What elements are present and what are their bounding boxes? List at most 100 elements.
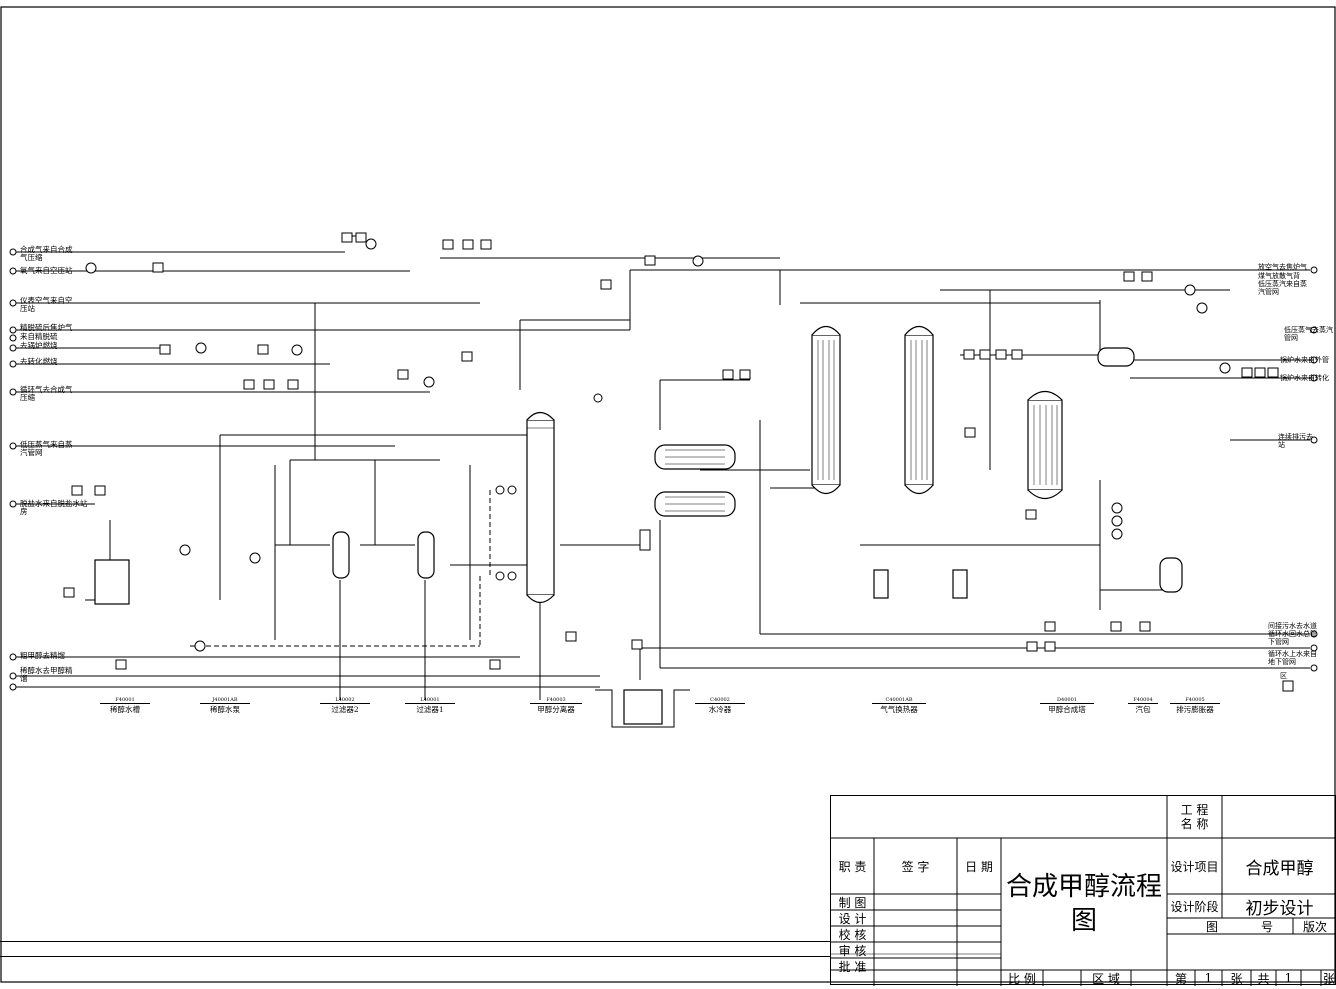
left-label-sub: 馏 — [20, 674, 28, 683]
equipment-name: 排污膨胀器 — [1176, 705, 1214, 714]
left-label-sub: 压站 — [20, 304, 35, 313]
fig-label: 图 — [1205, 919, 1218, 934]
left-label-sub: 压缩 — [20, 393, 35, 402]
col-role-header: 职 责 — [838, 859, 867, 874]
right-label-text: 锅炉水来自外管 — [1280, 356, 1329, 364]
left-label-sub: 汽管网 — [20, 448, 43, 457]
left-label: 仪表空气来自空压站 — [20, 297, 73, 313]
left-label: 合成气来自合成气压缩 — [20, 246, 73, 262]
equipment-tag: C40001AB — [872, 697, 926, 704]
total-prefix: 共 — [1257, 971, 1270, 986]
left-label-text: 脱盐水来自脱盐水站 — [20, 499, 88, 508]
title-block-grid — [831, 796, 1336, 986]
sheet-prefix: 第 — [1174, 971, 1187, 986]
equipment-tag: L40001 — [405, 697, 455, 704]
left-label-text: 低压蒸气来自蒸 — [20, 440, 73, 449]
title-block: 职 责 签 字 日 期 制 图 设 计 校 核 审 核 批 准 合成甲醇流程图 … — [830, 795, 1336, 986]
left-label-text: 精脱硫后焦炉气 — [20, 323, 73, 332]
right-label-text: 低压蒸汽来自蒸 — [1258, 280, 1307, 288]
no-label: 号 — [1260, 919, 1273, 934]
stage-value: 初步设计 — [1245, 898, 1314, 919]
right-label: 低压蒸汽来自蒸汽管网 — [1258, 280, 1307, 296]
right-label-text: 低压蒸气去蒸汽 — [1284, 326, 1333, 334]
right-label: 放空气去焦炉气 — [1258, 263, 1307, 271]
indicator-boxes — [63, 232, 1294, 692]
equipment-name: 甲醇分离器 — [537, 705, 575, 714]
right-label-text: 连续排污去 — [1278, 433, 1313, 441]
version-label: 版次 — [1302, 919, 1327, 934]
left-label-text: 去转化燃烧 — [20, 357, 58, 366]
left-label-text: 氧气来自空压站 — [20, 266, 73, 275]
connection-points — [9, 248, 1318, 691]
project-name-label: 工 程 名 称 — [1180, 803, 1209, 831]
left-label-text: 仪表空气来自空 — [20, 296, 73, 305]
right-label: 循环水回水总管 — [1268, 630, 1317, 638]
equipment-tag: C40002 — [695, 697, 745, 704]
instruments — [85, 238, 1231, 652]
bottom-rule-1 — [0, 941, 830, 942]
sheet-unit: 张 — [1230, 971, 1243, 986]
col-date-header: 日 期 — [965, 859, 993, 874]
left-label: 去转化燃烧 — [20, 358, 58, 366]
equipment-tag: J40001AB — [200, 697, 250, 704]
right-label-sub: 管网 — [1284, 334, 1298, 342]
left-label-text: 循环气去合成气 — [20, 385, 73, 394]
right-label: 低压蒸气去蒸汽管网 — [1284, 326, 1333, 342]
vessels — [94, 325, 1183, 725]
left-label-text: 合成气来自合成 — [20, 245, 73, 254]
left-label: 来自精脱硫 — [20, 333, 58, 341]
project-value: 合成甲醇 — [1245, 858, 1314, 879]
equipment-name: 稀醇水泵 — [210, 705, 240, 714]
right-label: 锅炉水来自外管 — [1280, 356, 1329, 364]
left-label: 氧气来自空压站 — [20, 267, 73, 275]
right-label: 循环水上水来自地下管网 — [1268, 650, 1317, 666]
left-label: 低压蒸气来自蒸汽管网 — [20, 441, 73, 457]
right-label-sub: 汽管网 — [1258, 288, 1279, 296]
left-label: 去锅炉燃烧 — [20, 342, 58, 350]
left-label-text: 去锅炉燃烧 — [20, 341, 58, 350]
total-number: 1 — [1284, 971, 1293, 985]
equipment-name: 过滤器1 — [416, 705, 444, 714]
total-unit: 张 — [1322, 971, 1335, 986]
right-label: 下管网 — [1268, 638, 1289, 646]
left-label: 粗甲醇去精馏 — [20, 652, 65, 660]
left-label: 循环气去合成气压缩 — [20, 386, 73, 402]
pipelines — [14, 235, 1310, 700]
left-label-text: 粗甲醇去精馏 — [20, 651, 65, 660]
equipment-name: 水冷器 — [708, 705, 732, 714]
right-label-sub: 地下管网 — [1268, 658, 1296, 666]
right-label-text: 煤气放散气背 — [1258, 272, 1300, 280]
equipment-name: 甲醇合成塔 — [1048, 705, 1086, 714]
row-drawn: 制 图 — [838, 895, 867, 910]
right-label: 锅炉水来自转化 — [1280, 374, 1329, 382]
right-label: 煤气放散气背 — [1258, 272, 1300, 280]
bottom-rule-2 — [0, 956, 830, 957]
left-label-text: 来自精脱硫 — [20, 332, 58, 341]
left-label: 脱盐水来自脱盐水站房 — [20, 500, 88, 516]
equipment-tag: D40001 — [1040, 697, 1094, 704]
right-label-text: 循环水回水总管 — [1268, 630, 1317, 638]
equipment-name: 汽包 — [1135, 705, 1151, 714]
tube-bundles — [527, 340, 1058, 512]
right-label-text: 间接污水去水道 — [1268, 622, 1317, 630]
left-label: 稀醇水去甲醇精馏 — [20, 667, 73, 683]
scale-label: 比 例 — [1008, 971, 1036, 986]
equipment-tag: F40005 — [1170, 697, 1220, 704]
equipment-tag: F40001 — [100, 697, 150, 704]
right-label-text: 放空气去焦炉气 — [1258, 263, 1307, 271]
right-label-text: 区 — [1280, 672, 1287, 680]
equipment-tag: F40003 — [530, 697, 582, 704]
row-review: 审 核 — [838, 943, 867, 958]
left-label-text: 稀醇水去甲醇精 — [20, 666, 73, 675]
project-label: 设计项目 — [1170, 859, 1219, 874]
col-sign-header: 签 字 — [901, 859, 930, 874]
